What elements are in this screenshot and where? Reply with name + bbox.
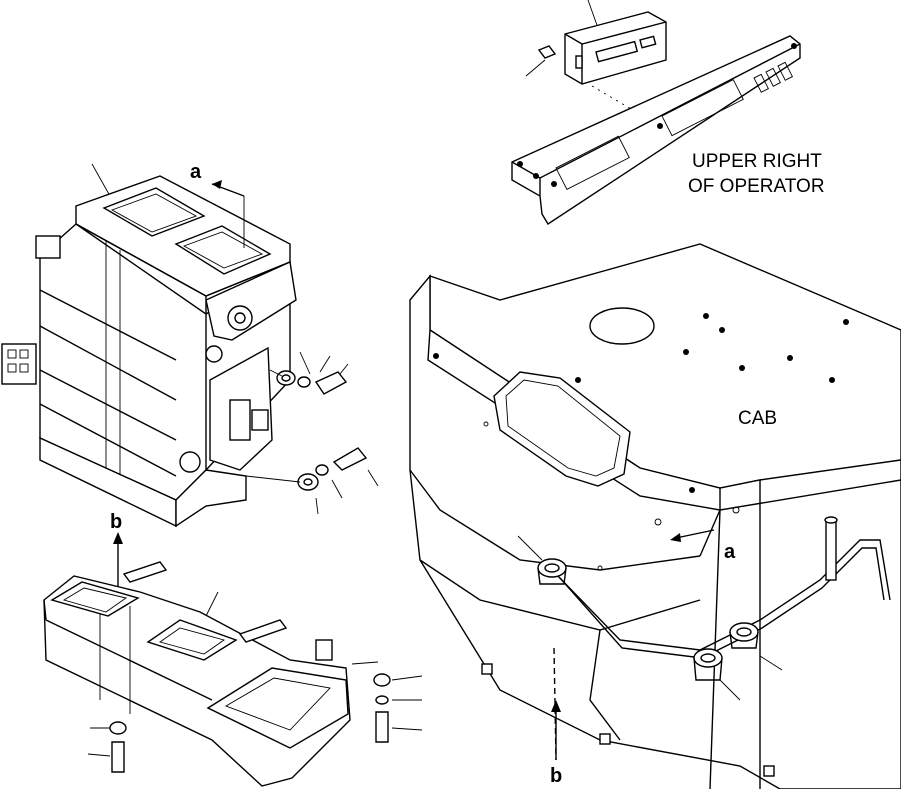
cab-structure — [409, 243, 901, 789]
cab-label: CAB — [738, 408, 777, 429]
arrow-a-right-label: a — [724, 541, 736, 563]
of-operator-label: OF OPERATOR — [688, 176, 825, 197]
upper-right-label: UPPER RIGHT — [692, 151, 822, 172]
arrow-b-left-label: b — [110, 511, 122, 533]
control-panel-assembly — [511, 0, 801, 225]
arrow-a-top-label: a — [190, 161, 202, 183]
air-duct-assembly — [43, 532, 423, 787]
heater-fasteners — [245, 351, 379, 515]
arrow-b-bottom-label: b — [550, 765, 562, 787]
heater-unit-assembly — [1, 163, 297, 528]
